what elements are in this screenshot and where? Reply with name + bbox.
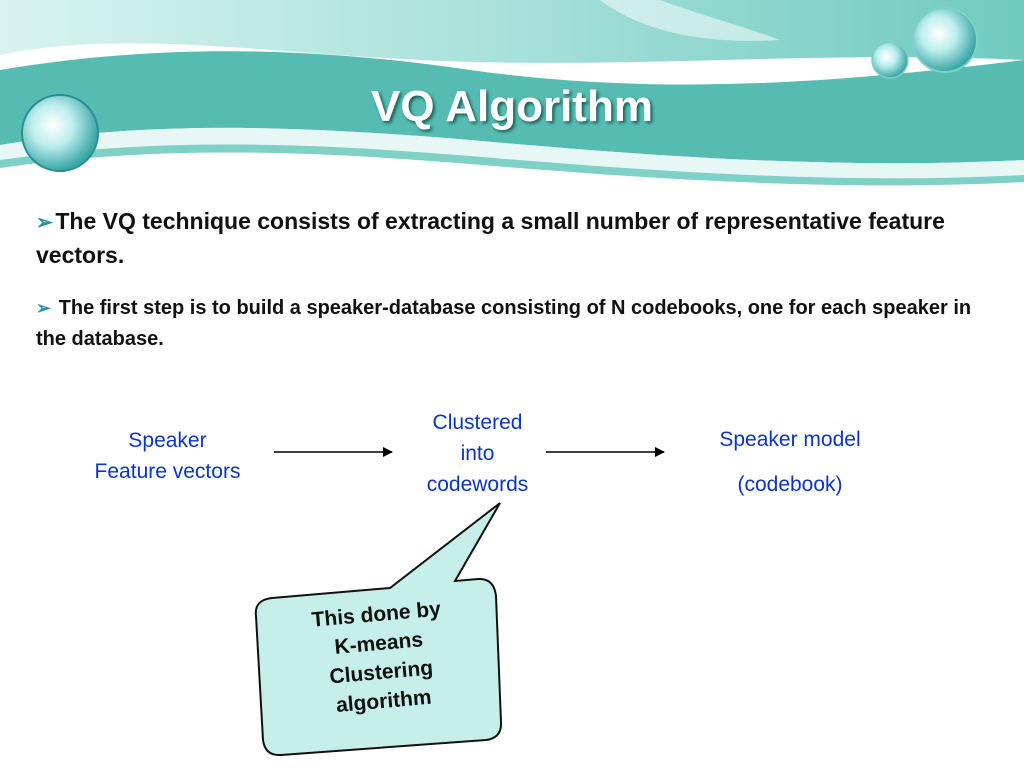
flow-step-clustered: Clustered into codewords: [400, 407, 555, 500]
bubble-left-icon: [21, 94, 99, 172]
arrow-bullet-icon: ➢: [36, 211, 54, 234]
flow-step-2-line-2: into: [460, 442, 495, 465]
flow-step-2-line-1: Clustered: [432, 411, 523, 434]
bullet-1: ➢The VQ technique consists of extracting…: [36, 205, 996, 272]
flow-step-1-line-2: Feature vectors: [94, 460, 241, 483]
flow-step-3-line-2: (codebook): [737, 473, 843, 496]
flow-step-2-line-3: codewords: [426, 473, 529, 496]
header-banner: [0, 0, 1024, 186]
bullet-1-text: The VQ technique consists of extracting …: [36, 208, 945, 268]
bullet-2: ➢ The first step is to build a speaker-d…: [36, 293, 996, 355]
arrow-bullet-icon: ➢: [36, 298, 52, 318]
bullet-2-text: The first step is to build a speaker-dat…: [36, 297, 972, 350]
bubble-small-icon: [871, 41, 909, 79]
callout-text: This done by K-means Clustering algorith…: [260, 590, 499, 726]
flow-step-3-line-1: Speaker model: [719, 428, 861, 451]
flow-step-speaker-features: Speaker Feature vectors: [60, 425, 275, 487]
callout-bubble: [254, 502, 503, 757]
flow-step-speaker-model: Speaker model (codebook): [685, 417, 895, 507]
slide-title: VQ Algorithm: [371, 82, 653, 131]
flow-step-1-line-1: Speaker: [128, 429, 207, 452]
bubble-right-icon: [912, 7, 978, 73]
